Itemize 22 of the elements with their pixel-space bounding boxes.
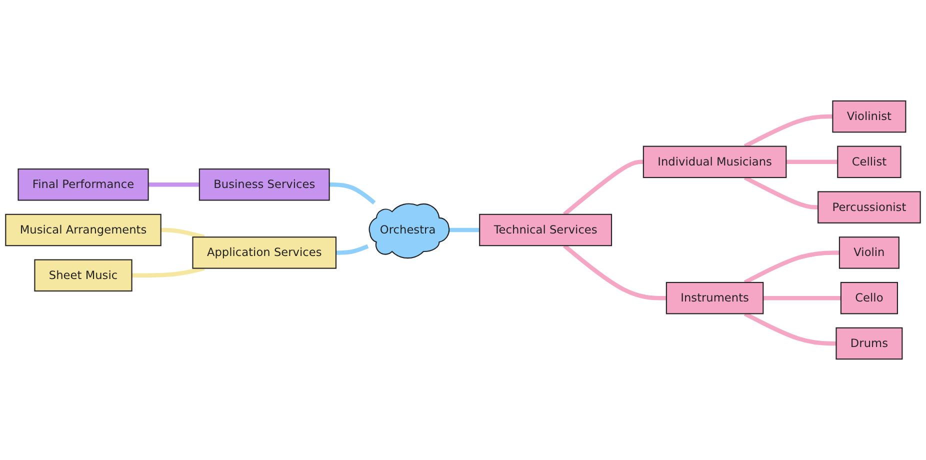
node-box: Final Performance xyxy=(18,168,149,201)
node-box: Musical Arrangements xyxy=(5,214,162,246)
connector xyxy=(448,228,480,232)
node-box: Drums xyxy=(836,327,903,360)
connector xyxy=(336,244,369,255)
node-box: Sheet Music xyxy=(34,259,132,292)
connector xyxy=(763,296,841,300)
connector xyxy=(148,182,200,187)
node-box: Percussionist xyxy=(818,191,921,224)
node-box: Business Services xyxy=(198,168,330,201)
node-box: Technical Services xyxy=(479,214,612,246)
node-box: Violin xyxy=(838,236,900,269)
connector xyxy=(786,160,838,164)
connector xyxy=(160,228,205,240)
connector xyxy=(132,266,205,278)
node-box: Violinist xyxy=(832,100,906,133)
connector xyxy=(329,182,376,204)
node-box: Application Services xyxy=(192,236,337,269)
node-box: Instruments xyxy=(666,282,764,314)
node-box: Cellist xyxy=(837,146,902,178)
node-box: Cello xyxy=(840,282,898,314)
node-box: Individual Musicians xyxy=(642,146,787,178)
